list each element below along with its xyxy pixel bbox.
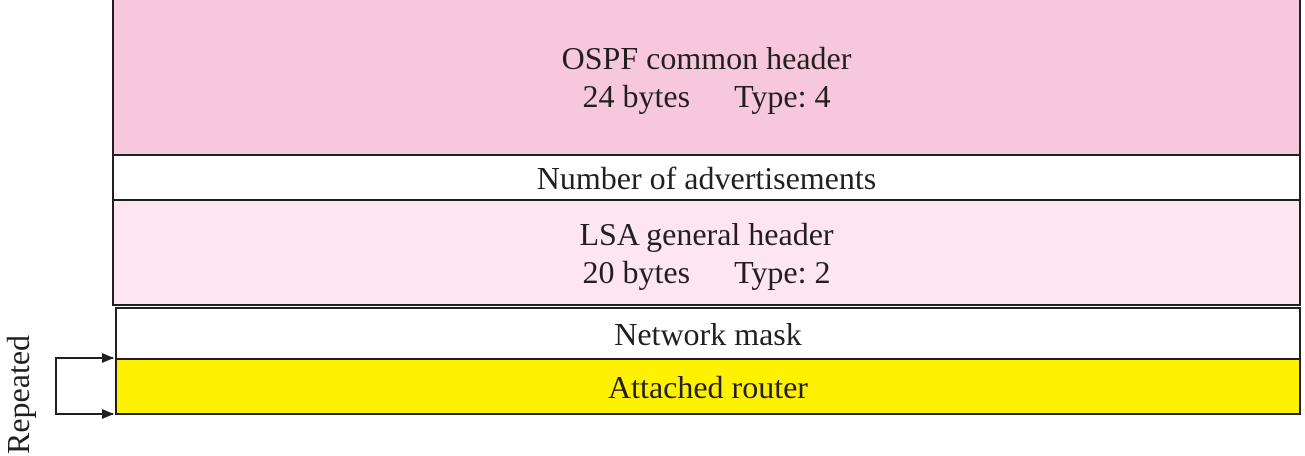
ospf-header-type: Type: 4 [734,78,831,114]
lsa-header-type: Type: 2 [734,253,831,290]
lsa-header-details: 20 bytes Type: 2 [583,253,831,291]
number-of-advertisements-label: Number of advertisements [536,159,877,196]
ospf-common-header-field: OSPF common header 24 bytes Type: 4 [112,0,1301,156]
ospf-header-size: 24 bytes [582,78,691,114]
ospf-header-title: OSPF common header [561,40,852,76]
lsa-header-size: 20 bytes [582,253,691,290]
repeat-bracket-line [55,353,114,415]
network-mask-field: Network mask [115,307,1301,360]
number-of-advertisements-field: Number of advertisements [112,154,1301,201]
ospf-header-details: 24 bytes Type: 4 [583,77,831,115]
attached-router-field: Attached router [115,358,1301,415]
repeat-bracket-arrow [55,353,114,419]
lsa-header-title: LSA general header [579,215,834,252]
repeated-label: Repeated [0,334,36,454]
attached-router-label: Attached router [608,368,808,405]
lsa-general-header-field: LSA general header 20 bytes Type: 2 [112,199,1301,306]
network-mask-label: Network mask [614,315,802,352]
